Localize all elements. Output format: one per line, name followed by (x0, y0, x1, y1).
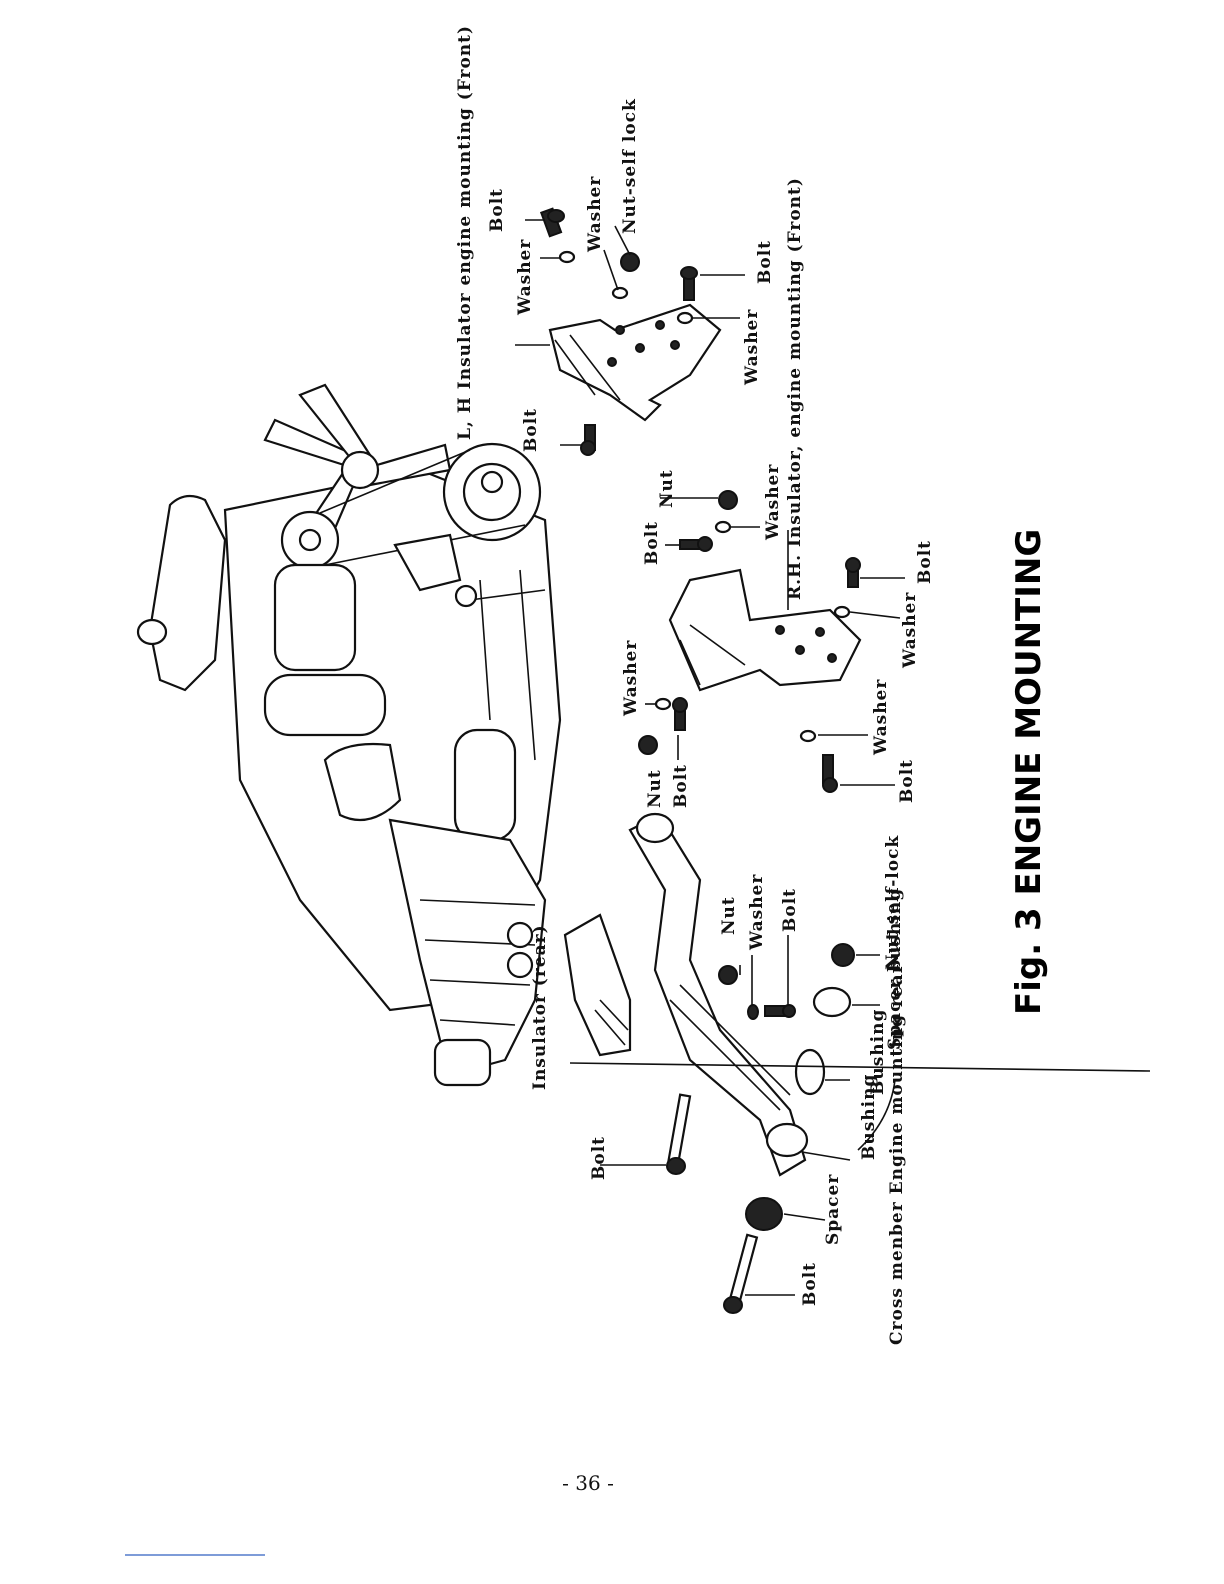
cross-member-rear (628, 812, 809, 1177)
label-cross-member: Cross menber Engine mounting rear (887, 963, 907, 1345)
bolt-icon (764, 1004, 796, 1018)
bolt-icon (539, 207, 565, 238)
engine-illustration (136, 383, 562, 1087)
washer-icon (747, 1004, 759, 1020)
washer-icon (558, 250, 576, 264)
nut-icon (718, 965, 738, 985)
label-bolt: Bolt (897, 759, 917, 803)
label-nut-self-lock: Nut-self lock (620, 98, 640, 234)
nut-icon (620, 252, 640, 272)
label-spacer-bushing: Spacer bushing (885, 888, 905, 1050)
nut-icon (718, 490, 738, 510)
bolt-icon (822, 754, 838, 793)
page-number: - 36 - (562, 1471, 614, 1495)
label-nut: Nut (719, 896, 739, 935)
label-nut-self-lock: Nut self-lock (883, 835, 903, 970)
bolt-icon (845, 557, 861, 588)
label-washer: Washer (747, 874, 767, 951)
label-bolt: Bolt (589, 1136, 609, 1180)
bushing-icon (794, 1048, 826, 1096)
washer-icon (654, 697, 672, 711)
label-bushing: Bushing (859, 1074, 879, 1160)
label-bolt: Bolt (671, 764, 691, 808)
bolt-icon (723, 1233, 759, 1314)
rh-insulator-front (668, 568, 862, 692)
label-spacer: Spacer (823, 1174, 843, 1245)
label-washer: Washer (585, 176, 605, 253)
spacer-icon (745, 1197, 783, 1231)
nut-icon (831, 943, 855, 967)
label-washer: Washer (900, 592, 920, 669)
label-nut: Nut (657, 469, 677, 508)
label-lh-insulator: L, H Insulator engine mounting (Front) (455, 25, 475, 440)
bolt-icon (580, 424, 596, 456)
label-bushing: Bushing (868, 1009, 888, 1095)
spacer-icon (812, 986, 852, 1018)
label-rh-insulator: R.H. Insulator, engine mounting (Front) (785, 177, 805, 600)
part-labels: Bolt Washer Washer Nut-self lock L, H In… (455, 25, 935, 1345)
label-bolt: Bolt (915, 540, 935, 584)
label-washer: Washer (621, 640, 641, 717)
insulator-rear (563, 913, 632, 1057)
figure-caption: Fig. 3 ENGINE MOUNTING (1009, 529, 1049, 1015)
label-bolt: Bolt (521, 408, 541, 452)
label-washer: Washer (871, 679, 891, 756)
label-washer: Washer (515, 239, 535, 316)
label-washer: Washer (763, 464, 783, 541)
bolt-icon (666, 1093, 692, 1175)
label-insulator-rear: Insulator (rear) (530, 924, 550, 1090)
nut-icon (638, 735, 658, 755)
washer-icon (676, 311, 694, 325)
leader-lines (515, 219, 1151, 1296)
washer-icon (714, 520, 732, 534)
bolt-icon (679, 536, 713, 552)
washer-icon (799, 729, 817, 743)
label-bolt: Bolt (642, 521, 662, 565)
label-bolt: Bolt (755, 240, 775, 284)
label-bolt: Bolt (800, 1262, 820, 1306)
label-bolt: Bolt (780, 888, 800, 932)
washer-icon (833, 605, 851, 619)
washer-icon (611, 286, 629, 300)
label-nut-self-lock-text: Nut-self lock (620, 98, 640, 234)
bolt-icon (680, 266, 698, 301)
label-washer: Washer (742, 309, 762, 386)
bolt-icon (672, 697, 688, 731)
label-bolt: Bolt (487, 188, 507, 232)
label-nut: Nut (645, 769, 665, 808)
lh-insulator-front (548, 303, 722, 422)
